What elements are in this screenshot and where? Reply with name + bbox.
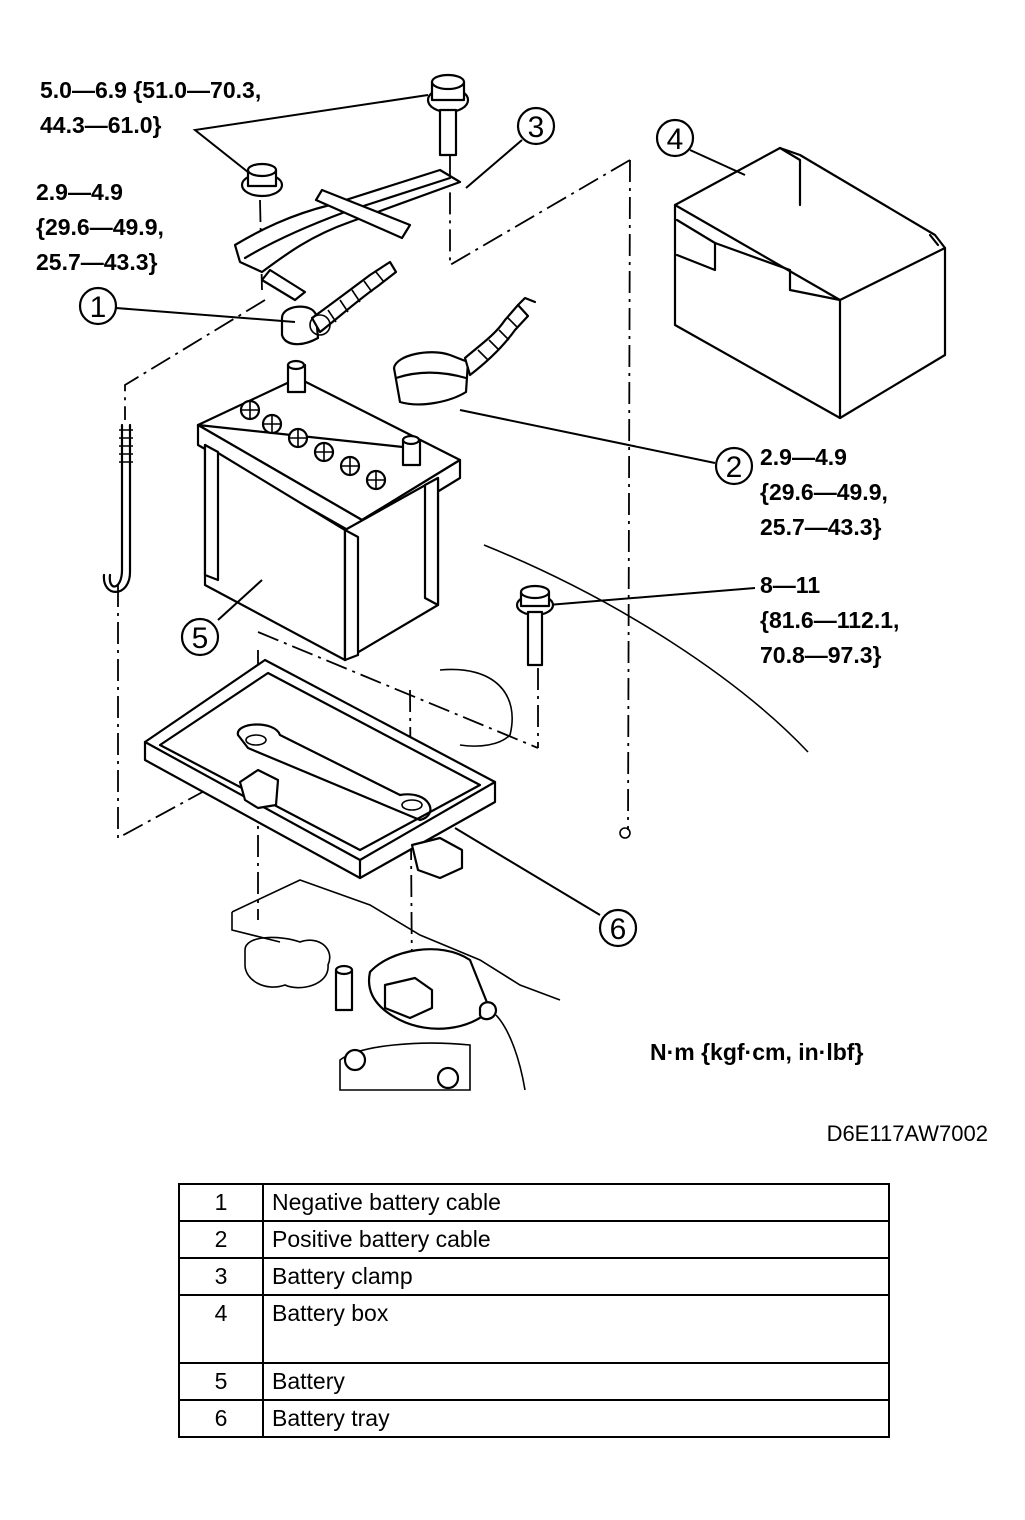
part-number: 4 (178, 1294, 264, 1364)
tray-bolt (515, 584, 555, 667)
positive-battery-cable (392, 296, 537, 406)
part-name: Negative battery cable (262, 1183, 890, 1222)
table-row: 1 Negative battery cable (178, 1183, 890, 1222)
part-name: Positive battery cable (262, 1220, 890, 1259)
part-number: 6 (178, 1399, 264, 1438)
table-row: 4 Battery box (178, 1294, 890, 1364)
part-name: Battery tray (262, 1399, 890, 1438)
torque-spec-clamp-bolt: 5.0—6.9 {51.0—70.3, 44.3—61.0} (40, 77, 261, 138)
negative-battery-cable (280, 260, 398, 346)
exploded-view-diagram: 5.0—6.9 {51.0—70.3, 44.3—61.0} 2.9—4.9 {… (36, 73, 988, 1146)
torque-spec-positive-terminal: 2.9—4.9 {29.6—49.9, 25.7—43.3} (760, 444, 888, 540)
svg-text:2: 2 (726, 451, 743, 484)
svg-text:{29.6—49.9,: {29.6—49.9, (36, 214, 164, 240)
part-name: Battery box (262, 1294, 890, 1364)
battery-box (673, 146, 947, 420)
callout-2: 2 (714, 446, 754, 486)
svg-text:2.9—4.9: 2.9—4.9 (760, 444, 847, 470)
parts-table: 1 Negative battery cable 2 Positive batt… (178, 1183, 890, 1438)
torque-spec-tray-bolt: 8—11 {81.6—112.1, 70.8—97.3} (760, 572, 899, 668)
svg-text:2.9—4.9: 2.9—4.9 (36, 179, 123, 205)
svg-text:{81.6—112.1,: {81.6—112.1, (760, 607, 899, 633)
figure-id: D6E117AW7002 (827, 1121, 988, 1146)
svg-text:6: 6 (610, 913, 627, 946)
battery-clamp (233, 168, 462, 302)
callout-5: 5 (180, 617, 220, 657)
callout-1: 1 (78, 286, 118, 326)
torque-spec-negative-terminal: 2.9—4.9 {29.6—49.9, 25.7—43.3} (36, 179, 164, 275)
svg-text:{29.6—49.9,: {29.6—49.9, (760, 479, 888, 505)
vehicle-body-mount (231, 544, 809, 1091)
battery-tray (143, 658, 497, 880)
clamp-nut (240, 162, 284, 198)
part-name: Battery clamp (262, 1257, 890, 1296)
svg-text:8—11: 8—11 (760, 572, 820, 598)
svg-text:3: 3 (528, 111, 545, 144)
clamp-bolt (426, 73, 470, 157)
battery-cell-caps (239, 399, 387, 491)
table-row: 3 Battery clamp (178, 1257, 890, 1296)
svg-text:25.7—43.3}: 25.7—43.3} (760, 514, 882, 540)
part-number: 5 (178, 1362, 264, 1401)
svg-text:5.0—6.9 {51.0—70.3,: 5.0—6.9 {51.0—70.3, (40, 77, 261, 103)
svg-text:70.8—97.3}: 70.8—97.3} (760, 642, 882, 668)
part-number: 2 (178, 1220, 264, 1259)
torque-leader-lines (192, 94, 756, 606)
table-row: 2 Positive battery cable (178, 1220, 890, 1259)
torque-units-label: N·m {kgf·cm, in·lbf} (650, 1039, 863, 1065)
table-row: 5 Battery (178, 1362, 890, 1401)
svg-text:4: 4 (667, 123, 684, 156)
callout-leader-lines (115, 139, 746, 916)
svg-text:44.3—61.0}: 44.3—61.0} (40, 112, 162, 138)
hold-down-rod (102, 423, 133, 593)
callout-6: 6 (598, 908, 638, 948)
svg-text:5: 5 (192, 622, 209, 655)
part-name: Battery (262, 1362, 890, 1401)
part-number: 3 (178, 1257, 264, 1296)
table-row: 6 Battery tray (178, 1399, 890, 1438)
battery (196, 359, 462, 662)
stud-hole-marker (619, 827, 631, 839)
svg-text:1: 1 (90, 291, 107, 324)
part-number: 1 (178, 1183, 264, 1222)
svg-text:25.7—43.3}: 25.7—43.3} (36, 249, 158, 275)
callout-4: 4 (655, 118, 695, 158)
callout-3: 3 (516, 106, 556, 146)
